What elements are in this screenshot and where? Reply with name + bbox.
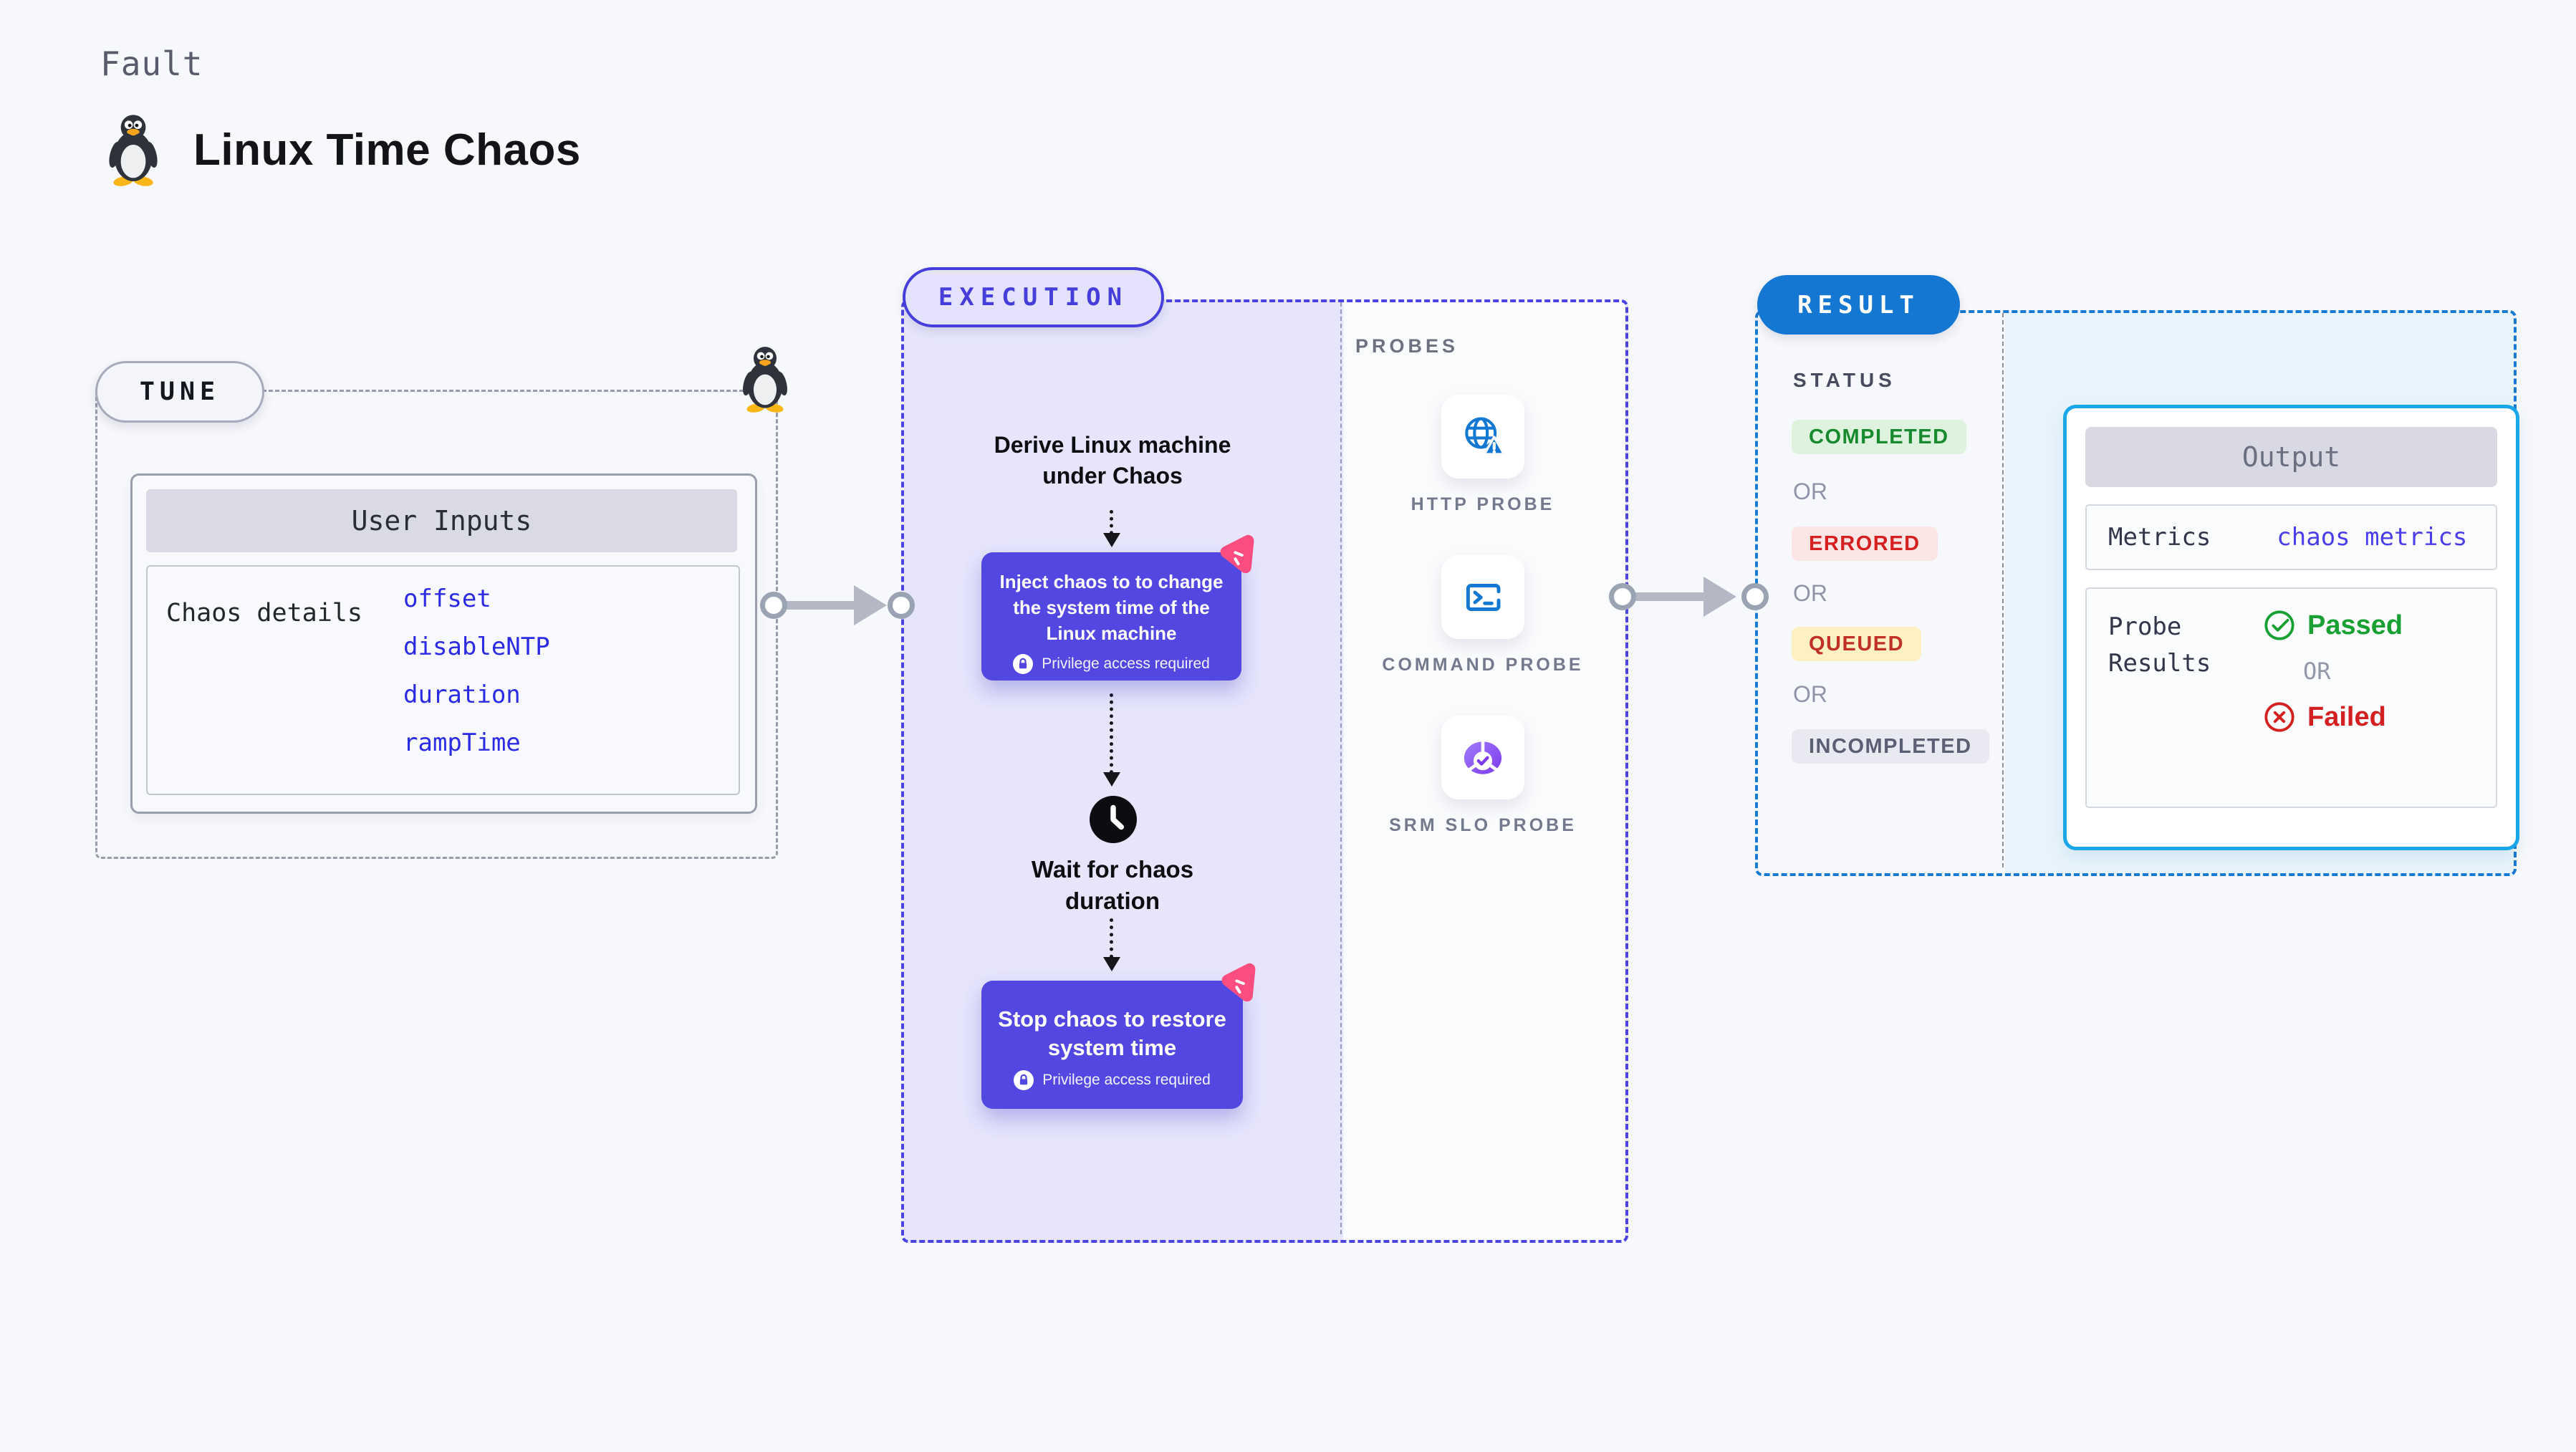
status-badge-errored: ERRORED — [1792, 527, 1938, 561]
or-separator: OR — [1793, 681, 1827, 707]
flow-arrow-down — [1103, 693, 1120, 787]
srm-slo-probe-card[interactable] — [1441, 716, 1524, 799]
link-duration[interactable]: duration — [403, 681, 521, 709]
wait-step-text: Wait for chaos duration — [1031, 856, 1194, 914]
lock-icon — [1013, 654, 1033, 674]
http-probe-icon — [1459, 413, 1506, 461]
user-inputs-header: User Inputs — [146, 489, 737, 552]
tux-penguin-corner-icon — [739, 345, 791, 413]
srm-slo-probe-icon — [1459, 734, 1506, 782]
failed-item: Failed — [2263, 701, 2403, 734]
tune-to-execution-arrow — [777, 601, 856, 610]
privilege-badge: Privilege access required — [1042, 655, 1210, 672]
privilege-badge: Privilege access required — [1042, 1071, 1211, 1088]
chaos-details-label: Chaos details — [166, 599, 362, 628]
or-separator: OR — [1793, 479, 1827, 504]
metrics-label: Metrics — [2108, 522, 2211, 552]
connector-node — [888, 592, 915, 619]
page-title: Linux Time Chaos — [193, 125, 581, 175]
command-probe-label: COMMAND PROBE — [1382, 655, 1584, 675]
execution-probes-divider — [1340, 302, 1342, 1234]
status-badge-queued: QUEUED — [1792, 627, 1922, 661]
probe-results-row: Probe Results Passed OR Failed — [2085, 587, 2497, 808]
chaos-logo-icon — [1214, 532, 1263, 581]
link-ramptime[interactable]: rampTime — [403, 729, 521, 757]
connector-node — [1741, 583, 1769, 610]
stop-step-text: Stop chaos to restore system time — [998, 1006, 1226, 1061]
tune-pill: TUNE — [95, 361, 264, 423]
srm-slo-probe-label: SRM SLO PROBE — [1389, 815, 1577, 835]
execution-to-result-arrow — [1626, 592, 1706, 601]
flow-arrow-down — [1103, 918, 1120, 971]
x-circle-icon — [2263, 701, 2296, 734]
execution-to-result-arrowhead — [1703, 577, 1736, 617]
command-probe-card[interactable] — [1441, 555, 1524, 639]
passed-item: Passed — [2263, 609, 2403, 642]
status-output-divider — [2002, 313, 2004, 867]
http-probe-card[interactable] — [1441, 395, 1524, 479]
clock-icon — [1087, 794, 1139, 845]
tune-container — [95, 390, 778, 859]
http-probe-label: HTTP PROBE — [1410, 494, 1555, 514]
failed-text: Failed — [2307, 701, 2386, 732]
link-offset[interactable]: offset — [403, 585, 491, 613]
connector-node — [1609, 583, 1636, 610]
lock-icon — [1014, 1070, 1034, 1090]
inject-chaos-step: Inject chaos to to change the system tim… — [981, 552, 1241, 681]
page-title-row: Linux Time Chaos — [105, 113, 581, 186]
execution-pill: EXECUTION — [903, 267, 1164, 327]
or-separator: OR — [1793, 580, 1827, 606]
probe-results-values: Passed OR Failed — [2263, 609, 2403, 734]
result-pill: RESULT — [1757, 275, 1960, 335]
check-circle-icon — [2263, 609, 2296, 642]
probe-results-label: Probe Results — [2108, 612, 2211, 678]
passed-text: Passed — [2307, 610, 2403, 640]
tune-to-execution-arrowhead — [854, 585, 887, 625]
probes-section-label: PROBES — [1355, 335, 1459, 357]
chaos-logo-icon — [1216, 961, 1264, 1009]
tux-penguin-icon — [105, 113, 162, 186]
stop-chaos-step: Stop chaos to restore system time Privil… — [981, 981, 1243, 1109]
fault-eyebrow: Fault — [100, 44, 203, 83]
metrics-row: Metrics chaos metrics — [2085, 504, 2497, 570]
status-badge-completed: COMPLETED — [1792, 420, 1966, 454]
connector-node — [760, 592, 787, 619]
tune-parameter-links: offset disableNTP duration rampTime — [403, 585, 550, 757]
derive-step-text: Derive Linux machine under Chaos — [994, 432, 1231, 489]
chaos-metrics-link[interactable]: chaos metrics — [2277, 523, 2468, 552]
output-card: Output Metrics chaos metrics Probe Resul… — [2063, 405, 2519, 850]
user-inputs-body — [146, 565, 740, 795]
flow-arrow-down — [1103, 510, 1120, 547]
inject-step-text: Inject chaos to to change the system tim… — [999, 571, 1224, 644]
status-label: STATUS — [1793, 369, 1896, 391]
output-header: Output — [2085, 427, 2497, 487]
command-probe-icon — [1459, 574, 1506, 621]
status-badge-incompleted: INCOMPLETED — [1792, 729, 1989, 764]
or-separator: OR — [2303, 658, 2331, 685]
link-disablentp[interactable]: disableNTP — [403, 633, 550, 661]
